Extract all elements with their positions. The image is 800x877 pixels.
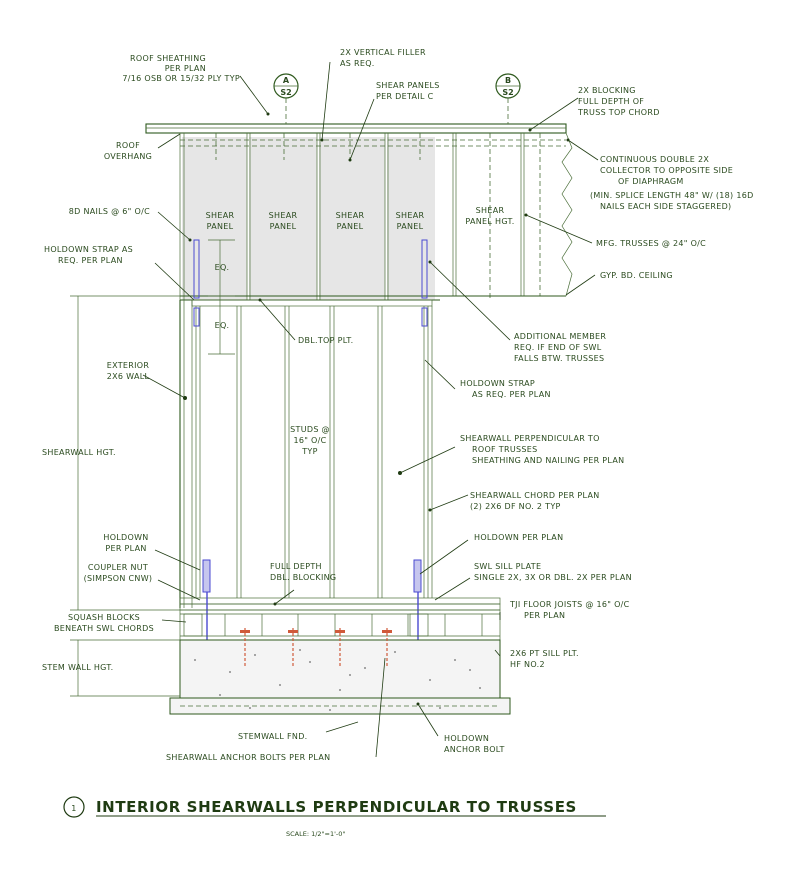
collector-1: CONTINUOUS DOUBLE 2X (600, 155, 709, 164)
dimension-lines (70, 239, 235, 697)
squash-blocks-1: SQUASH BLOCKS (68, 613, 140, 622)
holdown-anchor-1: HOLDOWN (444, 734, 489, 743)
shear-panels-detail-2: PER DETAIL C (376, 92, 434, 101)
holdown-strap-right-2: AS REQ. PER PLAN (472, 390, 551, 399)
shearwall-perp-2: ROOF TRUSSES (472, 445, 538, 454)
holdown-strap-top-1: HOLDOWN STRAP AS (44, 245, 133, 254)
leader-lines (142, 61, 599, 758)
section-b-sheet: S2 (502, 88, 513, 97)
drawing-title-block: 1 INTERIOR SHEARWALLS PERPENDICULAR TO T… (63, 796, 606, 838)
chord-label-2: (2) 2X6 DF NO. 2 TYP (470, 502, 561, 511)
coupler-nut-2: (SIMPSON CNW) (84, 574, 153, 583)
holdown-left-1: HOLDOWN (103, 533, 148, 542)
shear-panel-hgt: SHEAR (476, 206, 505, 215)
blocking-label-1: 2X BLOCKING (578, 86, 636, 95)
gyp-ceiling-label: GYP. BD. CEILING (600, 271, 673, 280)
studs-label-2: 16" O/C (293, 436, 326, 445)
additional-member-1: ADDITIONAL MEMBER (514, 332, 606, 341)
roof-overhang-1: ROOF (116, 141, 140, 150)
shear-panel-2b: PANEL (270, 222, 297, 231)
leader-dots (183, 112, 570, 706)
shear-panel-1b: PANEL (207, 222, 234, 231)
shear-panel-hgt-b: PANEL HGT. (465, 217, 514, 226)
full-depth-1: FULL DEPTH (270, 562, 322, 571)
pt-sill-2: HF NO.2 (510, 660, 545, 669)
splice-2: NAILS EACH SIDE STAGGERED) (600, 202, 731, 211)
blocking-label-2: FULL DEPTH OF (578, 97, 644, 106)
drawing-title: INTERIOR SHEARWALLS PERPENDICULAR TO TRU… (96, 798, 577, 816)
stemwall-foundation (169, 628, 511, 715)
shearwall-perp-1: SHEARWALL PERPENDICULAR TO (460, 434, 600, 443)
splice-1: (MIN. SPLICE LENGTH 48" W/ (18) 16D (590, 191, 754, 200)
section-marker-a: A S2 (273, 73, 299, 124)
drawing-scale: SCALE: 1/2"=1'-0" (286, 830, 345, 838)
section-marker-b: B S2 (495, 73, 521, 124)
roof-truss-zone (145, 123, 573, 301)
tji-joists-2: PER PLAN (524, 611, 565, 620)
swl-sill-2: SINGLE 2X, 3X OR DBL. 2X PER PLAN (474, 573, 632, 582)
holdown-right-label: HOLDOWN PER PLAN (474, 533, 563, 542)
additional-member-3: FALLS BTW. TRUSSES (514, 354, 604, 363)
tji-joists-1: TJI FLOOR JOISTS @ 16" O/C (509, 600, 630, 609)
nails-8d-label: 8D NAILS @ 6" O/C (69, 207, 150, 216)
roof-sheathing-label-2: PER PLAN (165, 64, 206, 73)
shear-panel-2: SHEAR (269, 211, 298, 220)
blocking-label-3: TRUSS TOP CHORD (577, 108, 660, 117)
shear-panel-labels: SHEAR PANEL SHEAR PANEL SHEAR PANEL SHEA… (206, 206, 515, 231)
shear-panel-3b: PANEL (337, 222, 364, 231)
title-number: 1 (71, 804, 76, 813)
squash-blocks-2: BENEATH SWL CHORDS (54, 624, 154, 633)
section-a-sheet: S2 (280, 88, 291, 97)
holdown-strap-top-2: REQ. PER PLAN (58, 256, 123, 265)
full-depth-2: DBL. BLOCKING (270, 573, 336, 582)
collector-2: COLLECTOR TO OPPOSITE SIDE (600, 166, 733, 175)
collector-3: OF DIAPHRAGM (618, 177, 684, 186)
holdown-left-2: PER PLAN (105, 544, 146, 553)
coupler-nut-1: COUPLER NUT (88, 563, 148, 572)
stem-wall-hgt-label: STEM WALL HGT. (42, 663, 113, 672)
anchor-bolts-label: SHEARWALL ANCHOR BOLTS PER PLAN (166, 753, 330, 762)
roof-sheathing-label-3: 7/16 OSB OR 15/32 PLY TYP (122, 74, 240, 83)
stemwall-fnd-label: STEMWALL FND. (238, 732, 308, 741)
roof-overhang-2: OVERHANG (104, 152, 152, 161)
vertical-filler-label-1: 2X VERTICAL FILLER (340, 48, 426, 57)
holdown-anchor-2: ANCHOR BOLT (444, 745, 505, 754)
chord-label-1: SHEARWALL CHORD PER PLAN (470, 491, 600, 500)
additional-member-2: REQ. IF END OF SWL (514, 343, 602, 352)
shearwall-perp-3: SHEATHING AND NAILING PER PLAN (472, 456, 624, 465)
shear-panel-4: SHEAR (396, 211, 425, 220)
shearwall-hgt-label: SHEARWALL HGT. (42, 448, 116, 457)
shear-panels-detail-1: SHEAR PANELS (376, 81, 440, 90)
dbl-top-plt-label: DBL.TOP PLT. (298, 336, 353, 345)
annotation-labels: ROOF SHEATHING PER PLAN 7/16 OSB OR 15/3… (42, 48, 754, 762)
exterior-wall-1: EXTERIOR (107, 361, 150, 370)
mfg-trusses-label: MFG. TRUSSES @ 24" O/C (596, 239, 706, 248)
pt-sill-1: 2X6 PT SILL PLT. (510, 649, 579, 658)
eq-dim-2: EQ. (215, 321, 230, 330)
shear-panel-1: SHEAR (206, 211, 235, 220)
swl-sill-1: SWL SILL PLATE (474, 562, 541, 571)
exterior-wall-2: 2X6 WALL (107, 372, 150, 381)
studs-label-3: TYP (301, 447, 318, 456)
holdown-strap-right-1: HOLDOWN STRAP (460, 379, 535, 388)
shear-panel-3: SHEAR (336, 211, 365, 220)
section-b-letter: B (505, 76, 511, 85)
section-a-letter: A (283, 76, 290, 85)
shear-panel-4b: PANEL (397, 222, 424, 231)
roof-sheathing-label-1: ROOF SHEATHING (130, 54, 206, 63)
vertical-filler-label-2: AS REQ. (340, 59, 375, 68)
eq-dim-1: EQ. (215, 263, 230, 272)
holdown-straps (193, 239, 428, 693)
wall-zone (179, 299, 501, 611)
studs-label-1: STUDS @ (290, 425, 330, 434)
